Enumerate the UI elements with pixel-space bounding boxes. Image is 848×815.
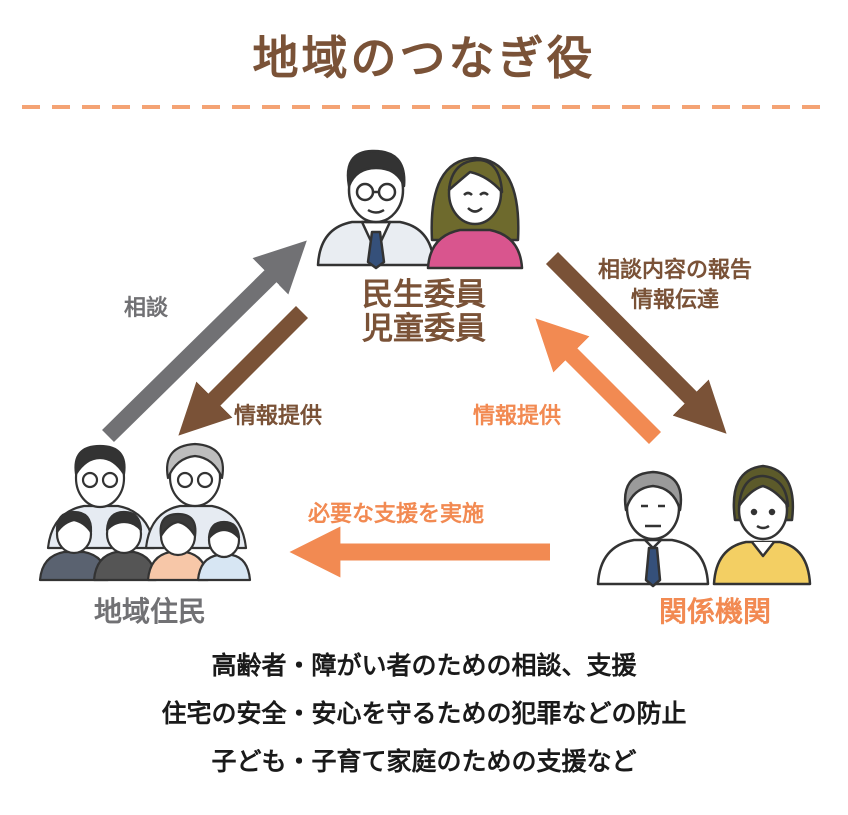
node-agencies: 関係機関 — [658, 595, 771, 628]
node-residents: 地域住民 — [93, 595, 206, 628]
commissioner-woman-icon — [426, 156, 524, 270]
arrow-info-to-residents — [178, 305, 309, 436]
arrow-report — [545, 252, 727, 434]
node-commissioners: 民生委員 児童委員 — [314, 278, 534, 346]
commissioner-man-icon — [316, 149, 436, 270]
node-commissioners-line1: 民生委員 — [362, 277, 486, 313]
agency-woman-icon — [712, 464, 812, 586]
edge-label-report-line2: 情報伝達 — [631, 288, 720, 313]
activity-item: 高齢者・障がい者のための相談、支援 — [211, 651, 637, 680]
arrow-info-to-commissioner — [535, 318, 662, 445]
activity-list: 高齢者・障がい者のための相談、支援 住宅の安全・安心を守るための犯罪などの防止 … — [0, 642, 848, 786]
activity-item: 子ども・子育て家庭のための支援など — [211, 747, 637, 776]
edge-label-support: 必要な支援を実施 — [308, 502, 485, 527]
agency-man-icon — [596, 470, 710, 588]
edge-label-info-to-commissioner: 情報提供 — [473, 404, 562, 429]
arrow-consult — [102, 240, 307, 443]
page-title: 地域のつなぎ役 — [252, 31, 596, 85]
edge-label-consult: 相談 — [124, 296, 169, 321]
edge-label-report: 相談内容の報告 情報伝達 — [598, 256, 752, 316]
edge-label-info-to-residents: 情報提供 — [234, 404, 323, 429]
resident-family-icon — [38, 442, 252, 582]
node-commissioners-line2: 児童委員 — [362, 311, 486, 347]
edge-label-report-line1: 相談内容の報告 — [598, 258, 753, 283]
activity-item: 住宅の安全・安心を守るための犯罪などの防止 — [161, 699, 687, 728]
